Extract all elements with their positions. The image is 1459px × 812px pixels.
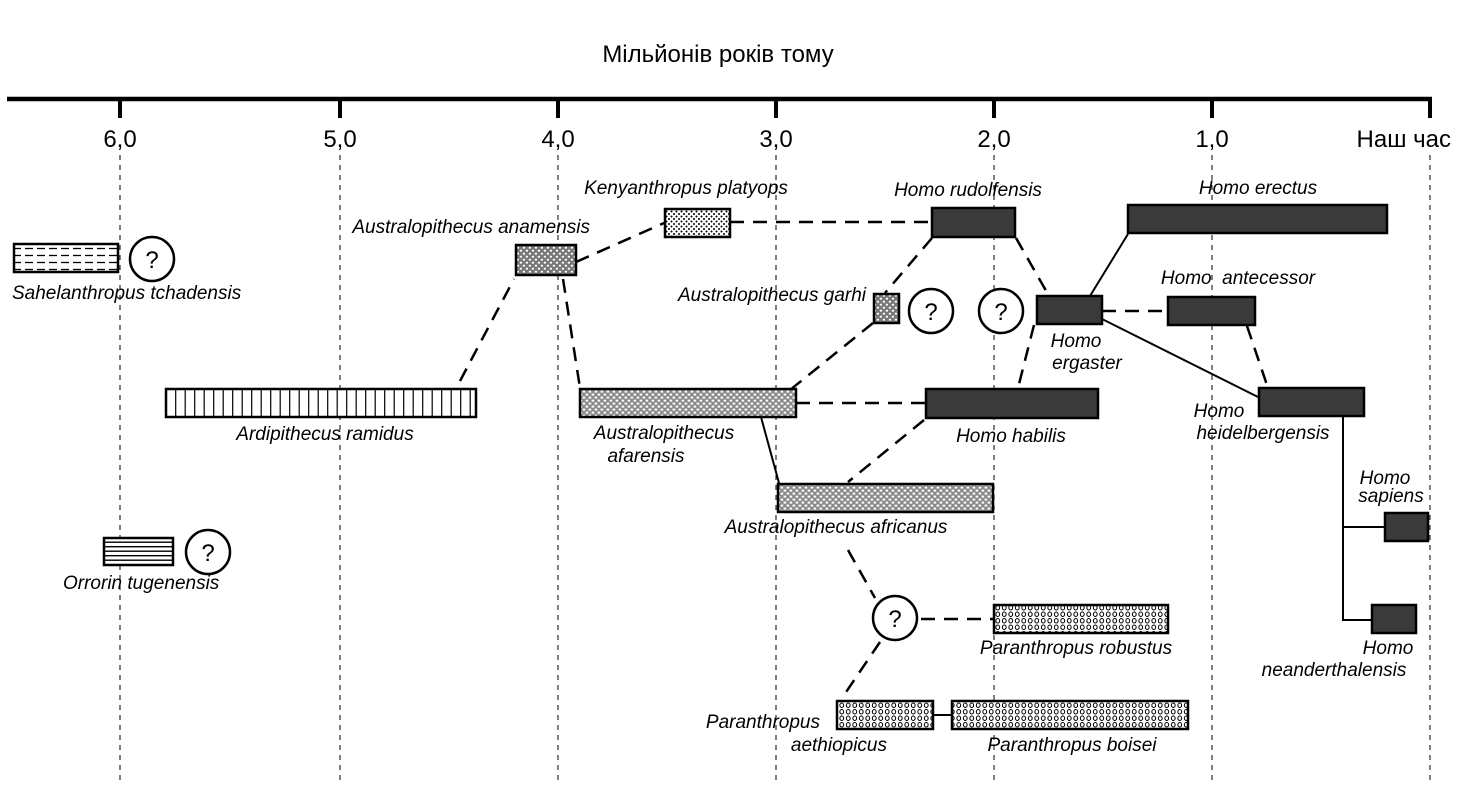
- label-aethiopicus-line2: aethiopicus: [791, 735, 888, 756]
- bar-rudolfensis: [930, 206, 1017, 239]
- question-mark-garhi: ?: [907, 287, 955, 335]
- bar-sapiens: [1383, 511, 1430, 543]
- bar-habilis: [924, 387, 1100, 420]
- question-mark-ergaster: ?: [977, 287, 1025, 335]
- question-mark-orrorin: ?: [184, 528, 232, 576]
- label-sapiens-line1: Homo: [1360, 468, 1411, 489]
- tick-label-6: 6,0: [103, 126, 136, 153]
- label-neanderthalensis-line1: Homo: [1363, 638, 1414, 659]
- label-orrorin: Orrorin tugenensis: [63, 573, 220, 594]
- label-ardipithecus: Ardipithecus ramidus: [235, 424, 414, 445]
- label-garhi: Australopithecus garhi: [677, 285, 867, 306]
- tick-label-4: 4,0: [541, 126, 574, 153]
- bar-ergaster: [1035, 294, 1104, 326]
- svg-text:?: ?: [145, 247, 158, 274]
- label-erectus: Homo erectus: [1199, 178, 1318, 199]
- tick-label-3: 3,0: [759, 126, 792, 153]
- axis-title: Мільйонів років тому: [602, 41, 833, 68]
- label-ergaster-line2: ergaster: [1052, 353, 1122, 374]
- label-afarensis-line2: afarensis: [607, 446, 685, 467]
- svg-text:?: ?: [888, 606, 901, 633]
- tick-label-5: 5,0: [323, 126, 356, 153]
- label-aethiopicus-line1: Paranthropus: [706, 712, 821, 733]
- label-anamensis: Australopithecus anamensis: [351, 217, 590, 238]
- label-robustus: Paranthropus robustus: [980, 638, 1173, 659]
- label-neanderthalensis-line2: neanderthalensis: [1262, 660, 1407, 681]
- label-heidelbergensis-line1: Homo: [1194, 401, 1245, 422]
- bar-heidelbergensis: [1257, 386, 1366, 418]
- tick-label-1: 1,0: [1195, 126, 1228, 153]
- bar-erectus: [1126, 203, 1389, 235]
- bar-antecessor: [1166, 295, 1257, 327]
- bar-robustus: [992, 603, 1170, 635]
- bar-garhi: [872, 292, 901, 325]
- label-rudolfensis: Homo rudolfensis: [894, 180, 1042, 201]
- svg-text:?: ?: [994, 299, 1007, 326]
- bar-ardipithecus: [164, 387, 478, 419]
- label-sahelanthropus: Sahelanthropus tchadensis: [12, 283, 242, 304]
- lineage-connectors: [458, 220, 1385, 716]
- bar-anamensis: [514, 243, 578, 277]
- tick-label-now: Наш час: [1357, 126, 1451, 153]
- bar-neanderthalensis: [1370, 603, 1418, 635]
- bar-kenyanthropus: [663, 207, 732, 239]
- tick-label-2: 2,0: [977, 126, 1010, 153]
- label-antecessor: Homo antecessor: [1161, 268, 1316, 289]
- bar-afarensis: [578, 387, 798, 419]
- question-mark-paranthropus: ?: [871, 594, 919, 642]
- label-sapiens-line2: sapiens: [1358, 486, 1424, 507]
- label-ergaster-line1: Homo: [1051, 331, 1102, 352]
- time-axis: [7, 96, 1432, 118]
- bar-sahelanthropus: [12, 242, 120, 274]
- svg-text:?: ?: [924, 299, 937, 326]
- bar-aethiopicus: [835, 699, 935, 731]
- label-africanus: Australopithecus africanus: [724, 517, 948, 538]
- label-afarensis-line1: Australopithecus: [593, 423, 735, 444]
- label-boisei: Paranthropus boisei: [988, 735, 1158, 756]
- bar-boisei: [950, 699, 1190, 731]
- label-habilis: Homo habilis: [956, 426, 1066, 447]
- question-mark-sahelanthropus: ?: [128, 235, 176, 283]
- label-kenyanthropus: Kenyanthropus platyops: [584, 178, 788, 199]
- bar-orrorin: [102, 536, 175, 567]
- bar-africanus: [776, 482, 995, 514]
- svg-text:?: ?: [201, 540, 214, 567]
- label-heidelbergensis-line2: heidelbergensis: [1196, 423, 1330, 444]
